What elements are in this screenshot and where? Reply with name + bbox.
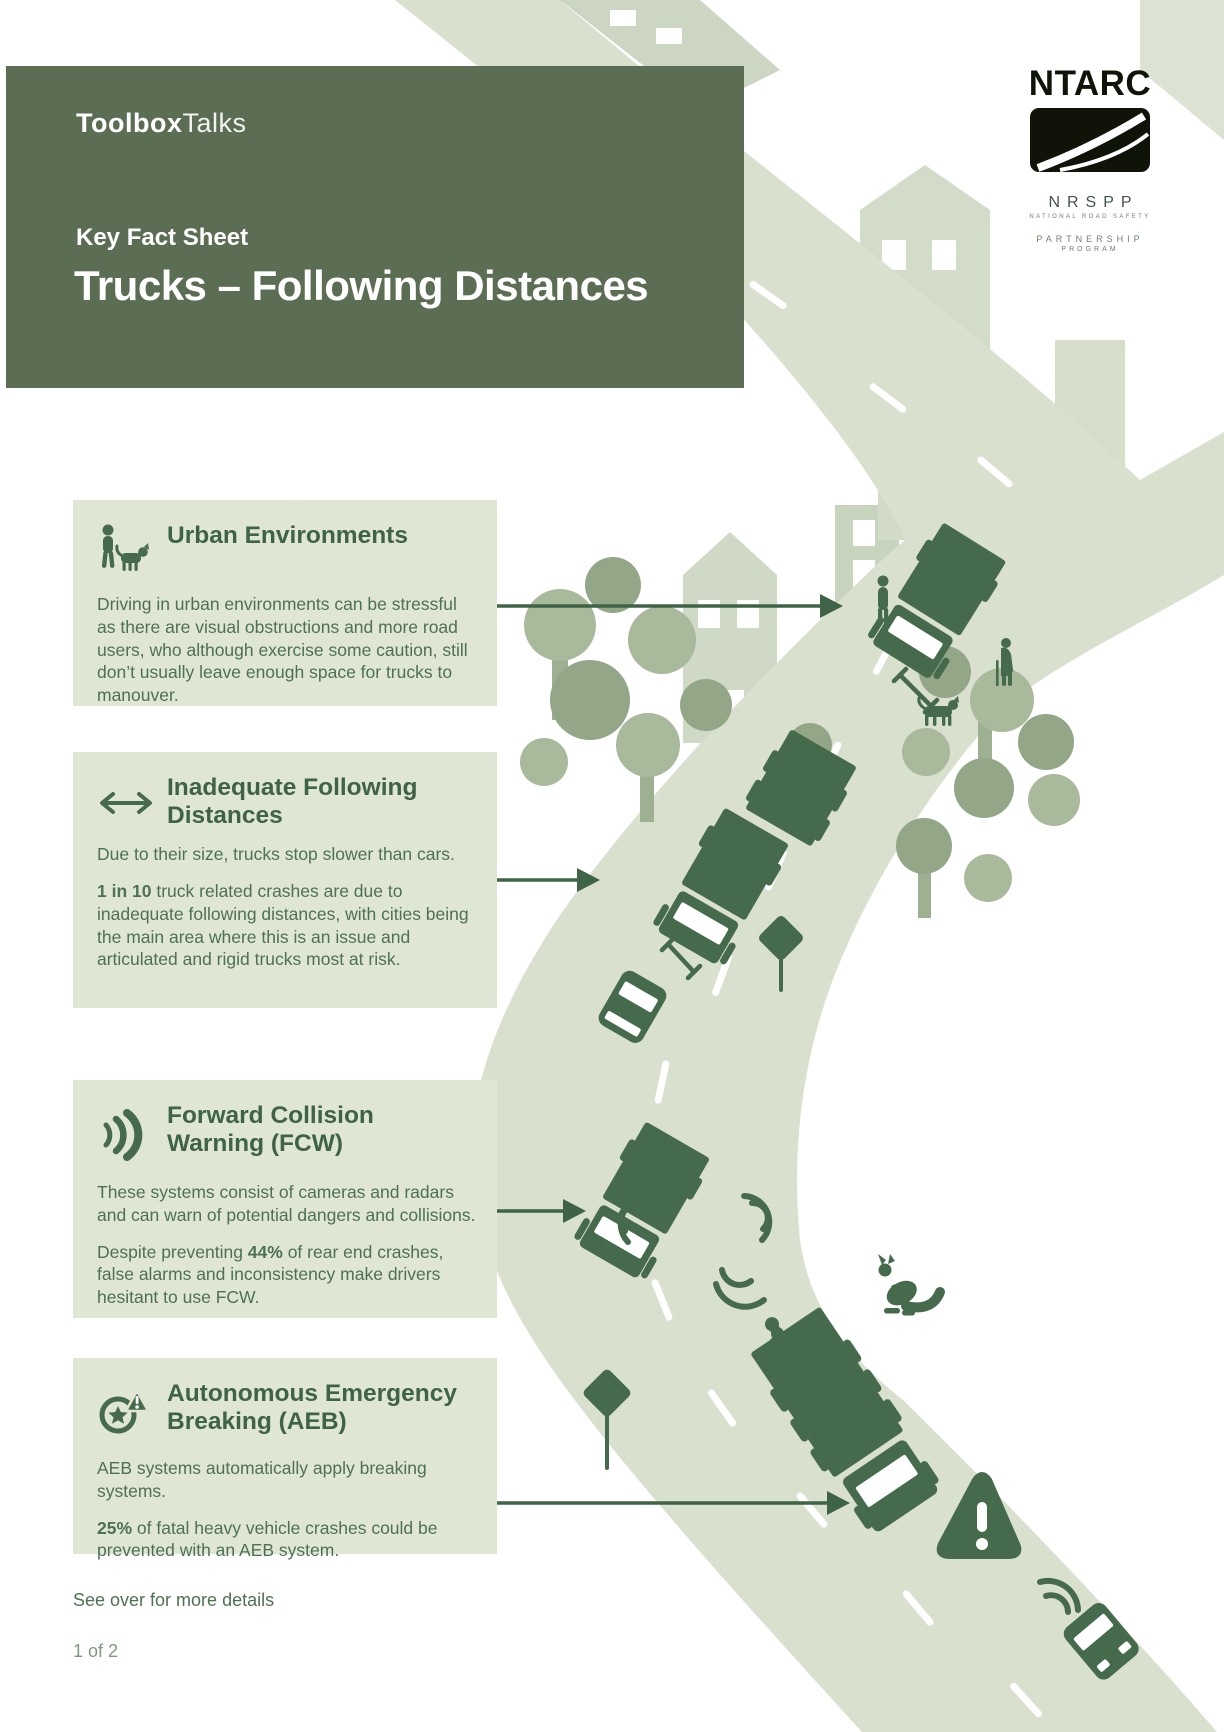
section-paragraph: 25% of fatal heavy vehicle crashes could… [97,1517,438,1561]
radar-waves [617,1193,773,1310]
section-paragraph: Due to their size, trucks stop slower th… [97,844,455,865]
pedestrian-dog-icon [97,522,167,579]
car-icon [598,970,667,1043]
road-sign-icon [583,916,803,1470]
distance-marker-icon [659,666,940,981]
connector-arrow-urban [497,594,843,618]
ntarc-road-icon [1030,108,1150,172]
connector-arrows [497,594,850,1515]
section-title: Inadequate Following Distances [167,774,418,829]
nrspp-subtitle: NATIONAL ROAD SAFETY [1029,214,1151,220]
aeb-radar-waves [1037,1577,1081,1615]
eyebrow: Key Fact Sheet [76,224,249,251]
program-text: PROGRAM [1061,246,1119,253]
box-truck-following-icon [653,808,788,965]
box-truck-rear-icon [746,730,856,846]
main-road [395,0,1224,1732]
partnership-text: PARTNERSHIP [1036,234,1144,244]
see-over-note: See over for more details [73,1590,275,1610]
tree-cluster-right [788,646,1080,918]
logo-bold-text: Toolbox [76,108,183,138]
section-paragraph: These systems consist of cameras and rad… [97,1182,476,1225]
box-truck-urban-icon [868,523,1006,680]
pedestrian-icon [877,575,889,626]
double-arrow-icon [97,774,167,829]
ntarc-wordmark: NTARC [1028,64,1152,103]
section-title: Urban Environments [167,522,408,549]
kangaroo-icon [878,1254,945,1316]
page-title: Trucks – Following Distances [74,262,649,309]
section-paragraph: AEB systems automatically apply breaking… [97,1458,427,1501]
section-paragraph: 1 in 10 truck related crashes are due to… [97,881,469,970]
section-forward-collision-warning: Forward Collision Warning (FCW) These sy… [73,1080,497,1318]
section-paragraph: Despite preventing 44% of rear end crash… [97,1241,444,1308]
tree-cluster-left [520,557,732,822]
section-title: Forward Collision Warning (FCW) [167,1102,374,1157]
header-banner: ToolboxTalks Key Fact Sheet Trucks – Fol… [6,66,744,388]
nrspp-wordmark: NRSPP [1048,194,1139,211]
section-urban-environments: Urban Environments Driving in urban envi… [73,500,497,706]
section-autonomous-emergency-breaking: Autonomous Emergency Breaking (AEB) AEB … [73,1358,497,1560]
section-inadequate-following-distances: Inadequate Following Distances Due to th… [73,752,497,1008]
elderly-pedestrian-icon [996,638,1013,686]
logo-light-text: Talks [182,108,247,138]
warning-triangle-icon [936,1472,1022,1559]
toolbox-talks-logo: ToolboxTalks [76,108,247,139]
section-paragraph: Driving in urban environments can be str… [97,594,468,705]
brake-warning-icon [97,1380,167,1443]
connector-arrow-aeb [497,1491,850,1515]
page-number: 1 of 2 [73,1641,119,1661]
radar-waves-icon [97,1102,167,1167]
car-bottom-icon [1063,1602,1139,1680]
section-title: Autonomous Emergency Breaking (AEB) [167,1380,457,1435]
aeb-semi-truck-icon [751,1307,939,1532]
connector-arrow-fcw [497,1199,586,1223]
ntarc-logo: NTARC NRSPP NATIONAL ROAD SAFETY PARTNER… [1018,64,1162,253]
connector-arrow-following [497,868,600,892]
